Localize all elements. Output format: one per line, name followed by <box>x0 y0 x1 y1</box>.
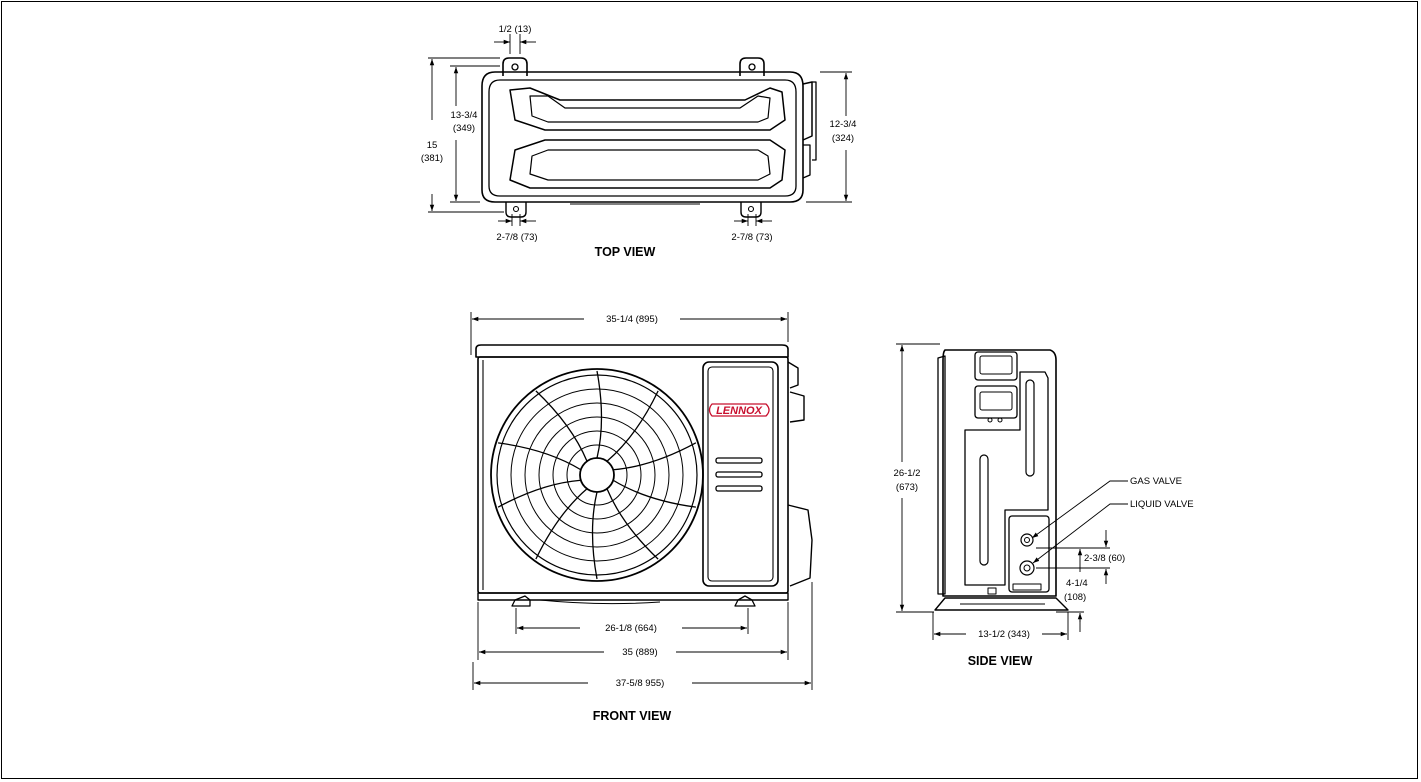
top-panel-upper <box>509 87 786 131</box>
fan-hub <box>579 457 615 493</box>
side-view <box>934 349 1069 611</box>
top-left-foot-hole <box>512 205 520 213</box>
top-right-tab <box>739 57 765 76</box>
top-view-title: TOP VIEW <box>595 245 656 259</box>
front-lid <box>475 344 789 358</box>
front-side-bump-c <box>787 504 813 587</box>
top-view <box>481 57 817 218</box>
side-view-title: SIDE VIEW <box>968 654 1033 668</box>
top-valve-cover-a <box>802 81 813 141</box>
dim-foot-right: 2-7/8 (73) <box>731 232 772 243</box>
dim-depth-outer-in: 15 <box>427 140 438 151</box>
gas-valve-port <box>1020 533 1034 547</box>
side-body-outline <box>942 349 1057 597</box>
liquid-valve-label: LIQUID VALVE <box>1130 499 1194 510</box>
top-left-tab-hole <box>511 63 519 71</box>
top-valve-cover-b <box>812 81 817 161</box>
dim-valve-height-mm: (108) <box>1064 592 1086 603</box>
top-left-tab <box>502 57 528 76</box>
front-side-bump-a <box>787 361 799 389</box>
side-view-dimensions <box>896 343 1128 640</box>
dim-front-base-width: 35 (889) <box>622 647 657 658</box>
top-panel-lower-slot <box>529 149 771 181</box>
dim-right-depth-mm: (324) <box>832 133 854 144</box>
dim-front-feet-spacing: 26-1/8 (664) <box>605 623 657 634</box>
side-handle-lower <box>974 385 1018 419</box>
gas-valve-label: GAS VALVE <box>1130 476 1182 487</box>
top-right-foot <box>740 202 762 218</box>
dim-front-top-width: 35-1/4 (895) <box>606 314 658 325</box>
lennox-logo-badge <box>708 403 770 417</box>
side-panel <box>964 371 1049 586</box>
front-side-bump-b <box>789 391 805 423</box>
front-base <box>477 592 789 601</box>
front-view-title: FRONT VIEW <box>593 709 672 723</box>
side-slot-right <box>1025 379 1035 477</box>
top-body-inner <box>488 79 797 197</box>
dim-valve-height-in: 4-1/4 <box>1066 578 1088 589</box>
top-right-tab-hole <box>748 63 756 71</box>
top-panel-lower <box>509 139 786 189</box>
fan-spokes <box>497 370 697 580</box>
dim-side-depth: 13-1/2 (343) <box>978 629 1030 640</box>
dim-depth-inner-in: 13-3/4 <box>451 110 478 121</box>
front-side-panel <box>702 361 779 587</box>
top-valve-cover-c <box>802 144 811 179</box>
side-slot-left <box>979 454 989 566</box>
front-right-foot <box>734 595 756 607</box>
liquid-valve-port <box>1019 560 1035 576</box>
dim-valve-gap: 2-3/8 (60) <box>1084 553 1125 564</box>
top-panel-upper-slot <box>529 95 771 123</box>
dim-right-depth-in: 12-3/4 <box>830 119 857 130</box>
liquid-valve-leader <box>1032 503 1128 564</box>
side-stand <box>934 597 1069 611</box>
lennox-logo: LENNOX <box>716 405 763 417</box>
top-left-foot <box>505 202 527 218</box>
dim-depth-inner-mm: (349) <box>453 123 475 134</box>
dim-side-height-mm: (673) <box>896 482 918 493</box>
dim-front-overall-width: 37-5/8 955) <box>616 678 665 689</box>
gas-valve-leader <box>1031 480 1128 539</box>
front-left-foot <box>511 595 531 607</box>
top-body-outline <box>481 71 804 203</box>
top-view-dimensions <box>428 34 852 226</box>
side-valve-box <box>1008 515 1050 593</box>
top-right-foot-hole <box>747 205 755 213</box>
front-view-dimensions <box>470 312 813 690</box>
dim-side-height-in: 26-1/2 <box>894 468 921 479</box>
side-handle-top <box>974 351 1018 381</box>
front-view <box>475 344 813 607</box>
dim-tab-width: 1/2 (13) <box>499 24 532 35</box>
dim-foot-left: 2-7/8 (73) <box>496 232 537 243</box>
front-vent-slots <box>715 457 763 492</box>
dim-depth-outer-mm: (381) <box>421 153 443 164</box>
